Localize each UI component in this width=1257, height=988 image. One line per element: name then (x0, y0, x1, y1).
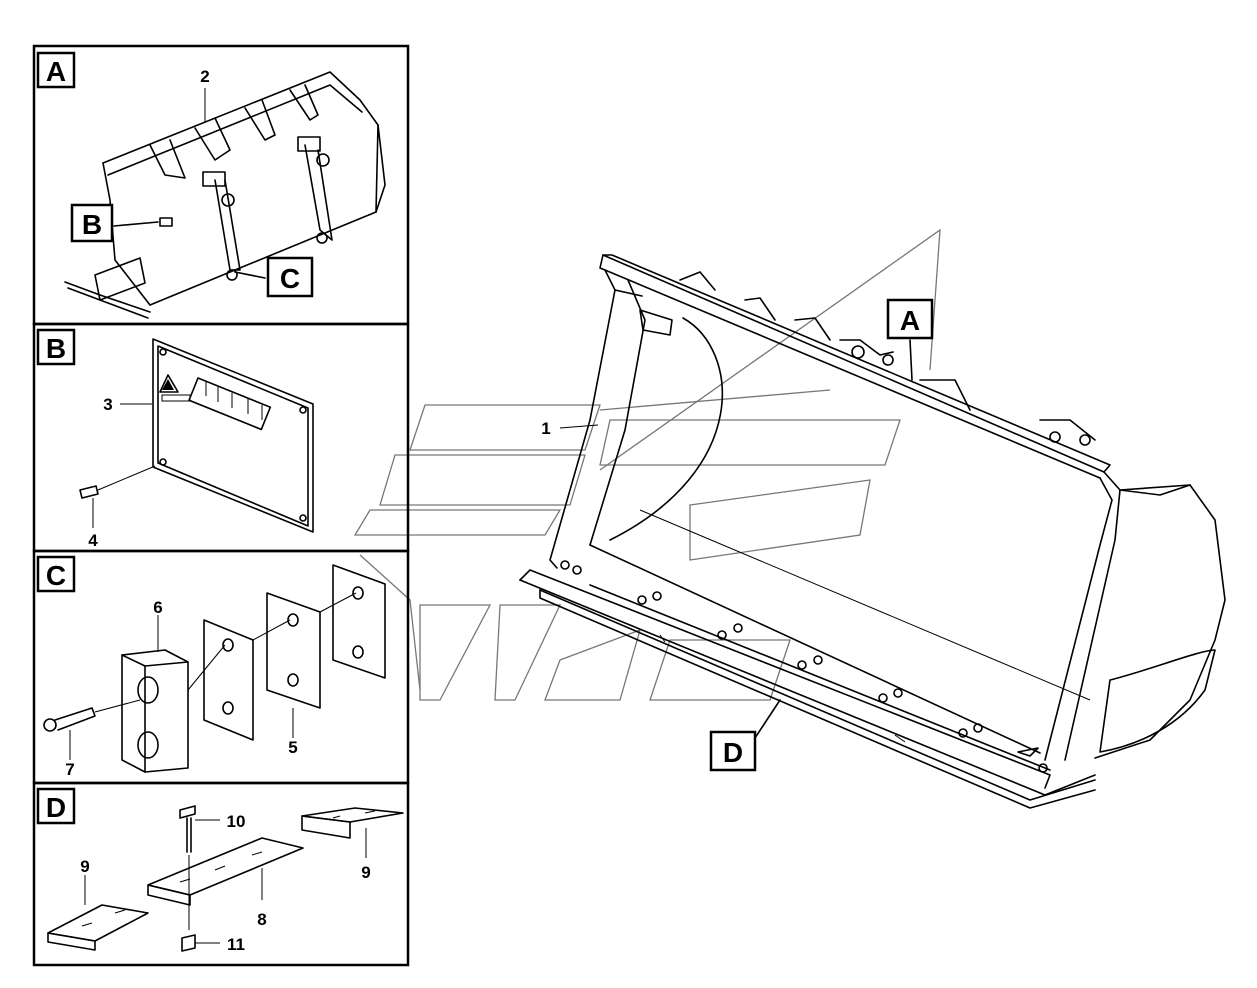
part-number-7: 7 (65, 760, 74, 779)
part-number-9-left: 9 (80, 857, 89, 876)
svg-text:B: B (82, 209, 102, 240)
svg-text:C: C (46, 560, 66, 591)
bucket-rear-view (64, 71, 386, 319)
brand-watermark-icon (353, 228, 941, 701)
panel-label-a: A (36, 51, 76, 89)
part-number-2: 2 (200, 67, 209, 86)
panel-frame-d (32, 781, 410, 967)
panel-label-b: B (36, 328, 76, 366)
svg-text:D: D (46, 792, 66, 823)
svg-text:C: C (280, 263, 300, 294)
wear-plates (47, 805, 404, 952)
bucket-main-view (519, 254, 1226, 809)
detail-callout-c: C (266, 256, 314, 298)
part-number-1: 1 (541, 419, 550, 438)
main-callout-a: A (886, 298, 934, 340)
sdlg-logo-icon (159, 374, 272, 431)
nameplate (79, 338, 314, 533)
part-number-4: 4 (88, 531, 98, 550)
panel-label-c: C (36, 555, 76, 593)
svg-text:B: B (46, 333, 66, 364)
part-number-6: 6 (153, 598, 162, 617)
part-number-8: 8 (257, 910, 266, 929)
shim-stack (43, 564, 386, 773)
svg-text:A: A (46, 56, 66, 87)
part-number-3: 3 (103, 395, 112, 414)
part-number-11: 11 (227, 935, 245, 954)
svg-text:A: A (900, 305, 920, 336)
part-number-10: 10 (227, 812, 246, 831)
detail-callout-b: B (70, 203, 114, 243)
panel-frame-b (32, 322, 410, 553)
panel-frame-a (32, 44, 410, 326)
svg-text:D: D (723, 737, 743, 768)
panel-label-d: D (36, 787, 76, 825)
part-number-5: 5 (288, 738, 297, 757)
main-callout-d: D (709, 730, 757, 772)
part-number-9-right: 9 (361, 863, 370, 882)
